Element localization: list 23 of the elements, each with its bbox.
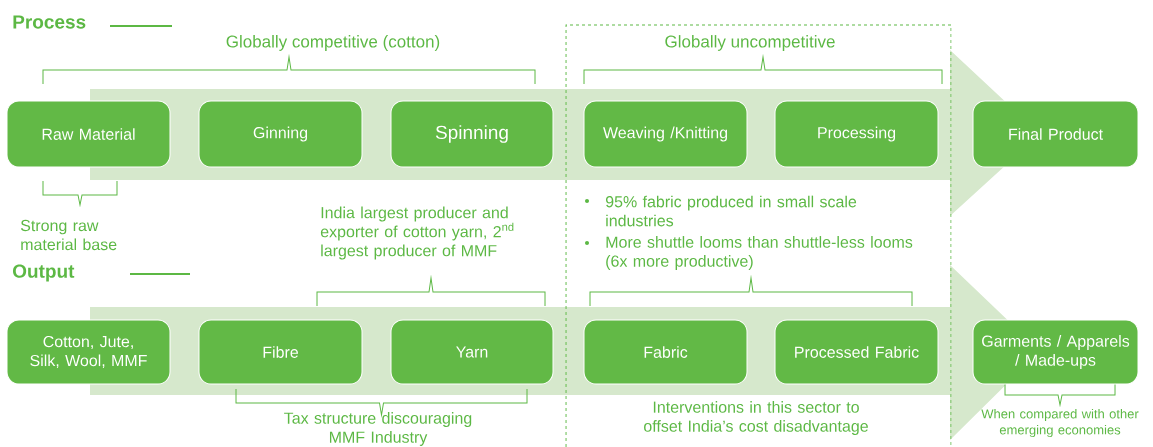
process-box: Spinning (390, 100, 554, 168)
process-box: Processed Fabric (774, 319, 939, 385)
heading: Output (13, 264, 75, 282)
bracket-label: When compared with other emerging economies (981, 408, 1139, 438)
process-box: Yarn (390, 319, 554, 385)
process-box: Fibre (198, 319, 363, 385)
process-box: Ginning (198, 100, 363, 168)
bracket-label: India largest producer and exporter of cotton yarn, 2$^{nd}$ largest producer of MMF (320, 206, 514, 260)
process-box: Final Product (972, 100, 1139, 168)
process-box: Raw Material (6, 100, 171, 168)
bracket-label: Globally competitive (cotton) (226, 35, 440, 51)
bullet-text: 95% fabric produced in small scale industries (605, 195, 857, 227)
bracket-label: Globally uncompetitive (665, 35, 835, 51)
bullet-text: More shuttle looms than shuttle-less looms (6x more productive) (606, 236, 913, 270)
process-box: Cotton, Jute, Silk, Wool, MMF (6, 319, 171, 385)
heading: Process (13, 15, 86, 29)
process-box: Weaving /Knitting (583, 100, 748, 168)
bracket-label: Strong raw material base (20, 219, 117, 251)
note-text: Interventions in this sector to offset India’s cost disadvantage (644, 401, 868, 435)
process-box: Fabric (583, 319, 748, 385)
bracket-label: Tax structure discouraging MMF Industry (284, 412, 472, 446)
process-box: Garments / Apparels / Made-ups (972, 319, 1139, 385)
process-box: Processing (774, 100, 939, 168)
